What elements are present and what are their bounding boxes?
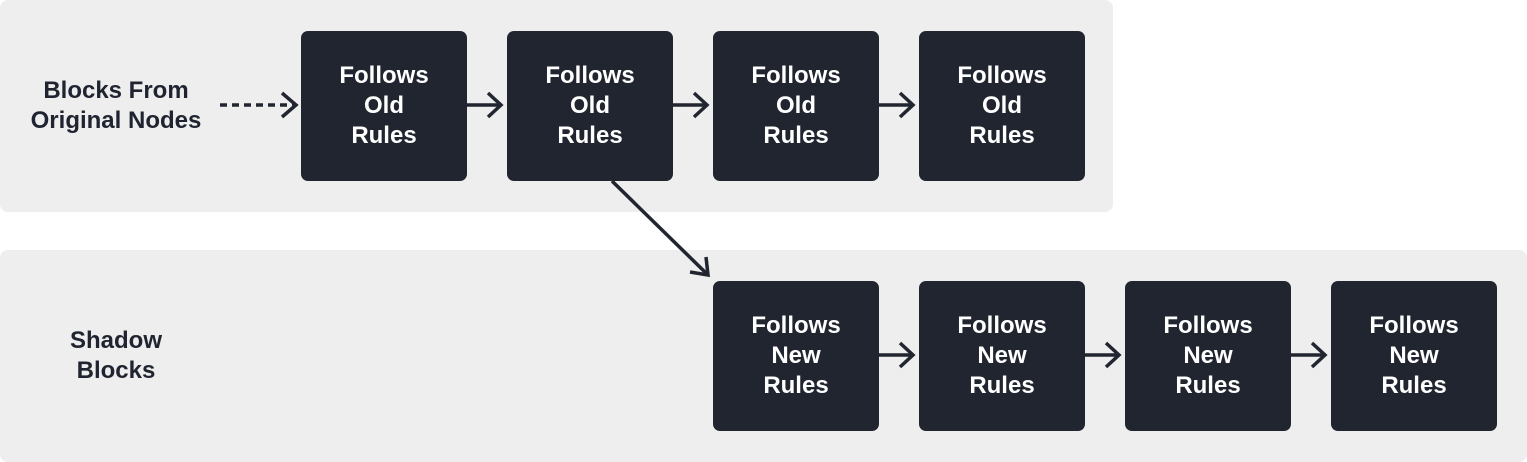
old-rules-block-3: Follows Old Rules xyxy=(713,31,879,181)
block-text-line: New xyxy=(1183,342,1233,369)
block-text-line: Rules xyxy=(1381,372,1447,399)
old-rules-block-2: Follows Old Rules xyxy=(507,31,673,181)
block-text-line: Old xyxy=(364,92,404,119)
new-rules-block-2: Follows New Rules xyxy=(919,281,1085,431)
block-text-line: New xyxy=(771,342,821,369)
block-text-line: Follows xyxy=(751,62,841,89)
block-text-line: Rules xyxy=(351,122,417,149)
block-text-line: Follows xyxy=(751,312,841,339)
block-text-line: Rules xyxy=(969,122,1035,149)
block-text-line: Rules xyxy=(763,372,829,399)
block-text-line: Old xyxy=(982,92,1022,119)
block-text-line: New xyxy=(977,342,1027,369)
block-text-line: Follows xyxy=(1163,312,1253,339)
block-text-line: Rules xyxy=(1175,372,1241,399)
block-text-line: Follows xyxy=(545,62,635,89)
block-text-line: New xyxy=(1389,342,1439,369)
block-text-line: Follows xyxy=(957,312,1047,339)
shadow-blocks-label: Shadow Blocks xyxy=(69,327,162,384)
block-text-line: Rules xyxy=(969,372,1035,399)
original-nodes-label: Blocks From Original Nodes xyxy=(30,77,202,134)
block-text-line: Follows xyxy=(957,62,1047,89)
block-text-line: Old xyxy=(570,92,610,119)
new-rules-block-1: Follows New Rules xyxy=(713,281,879,431)
block-text-line: Rules xyxy=(763,122,829,149)
block-text-line: Old xyxy=(776,92,816,119)
block-text-line: Follows xyxy=(339,62,429,89)
old-rules-block-1: Follows Old Rules xyxy=(301,31,467,181)
block-text-line: Rules xyxy=(557,122,623,149)
old-rules-block-4: Follows Old Rules xyxy=(919,31,1085,181)
new-rules-block-4: Follows New Rules xyxy=(1331,281,1497,431)
new-rules-block-3: Follows New Rules xyxy=(1125,281,1291,431)
block-text-line: Follows xyxy=(1369,312,1459,339)
